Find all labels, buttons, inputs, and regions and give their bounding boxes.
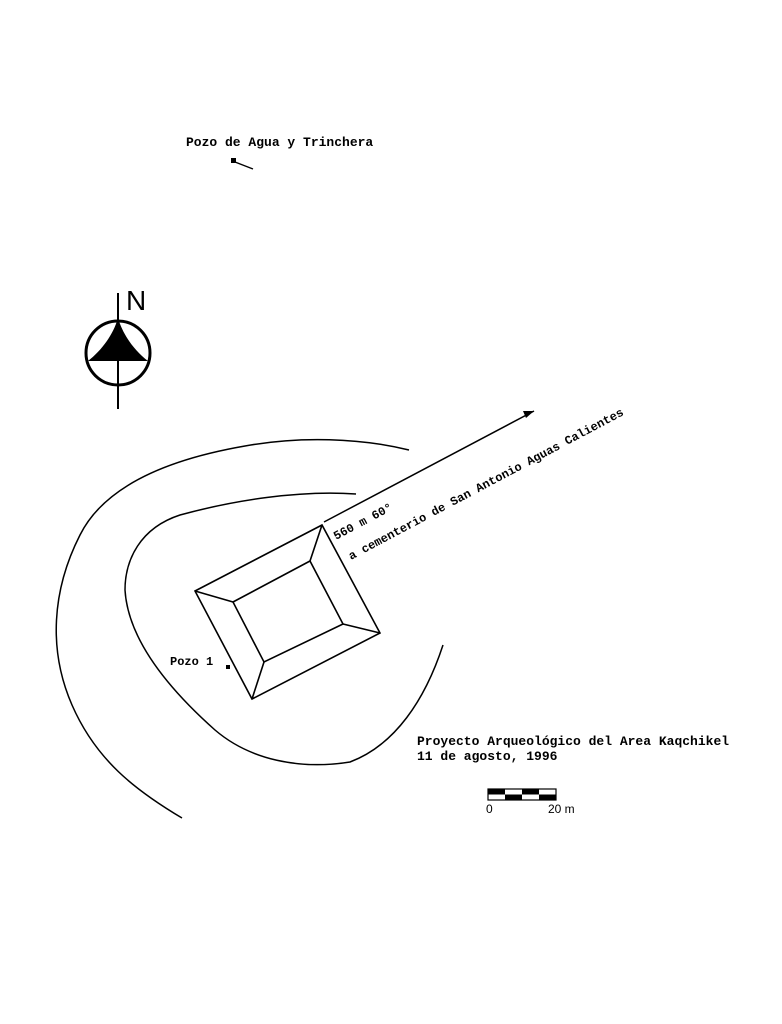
- scale-bar: [487, 788, 557, 801]
- project-title: Proyecto Arqueológico del Area Kaqchikel: [417, 734, 729, 749]
- north-label: N: [126, 285, 146, 316]
- scale-bar-segment: [522, 789, 539, 795]
- bearing-line: [323, 410, 535, 523]
- mound-edge-south: [251, 661, 265, 700]
- north-arrow-spade: [88, 318, 148, 361]
- scale-end-label: 20 m: [548, 802, 575, 816]
- mound-structure: [193, 523, 382, 701]
- scale-bar-segment: [539, 794, 556, 800]
- mound-edge-north: [309, 524, 323, 562]
- bearing-arrowhead-icon: [523, 411, 534, 418]
- trench-line: [234, 161, 254, 170]
- well-marker-icon: [231, 158, 236, 163]
- north-arrow-icon: [84, 293, 152, 409]
- pit-marker-icon: [226, 665, 230, 669]
- pit-label: Pozo 1: [170, 655, 213, 669]
- scale-bar-segment: [488, 789, 505, 795]
- well-and-trench-label: Pozo de Agua y Trinchera: [186, 135, 373, 150]
- destination-label: a cementerio de San Antonio Aguas Calien…: [346, 406, 626, 564]
- project-date: 11 de agosto, 1996: [417, 749, 558, 764]
- scale-start-label: 0: [486, 802, 493, 816]
- inner-contour-line: [124, 492, 444, 766]
- mound-edge-east: [342, 623, 381, 634]
- scale-bar-segment: [505, 794, 522, 800]
- mound-top-platform: [231, 559, 345, 664]
- outer-contour-line: [55, 438, 410, 819]
- mound-edge-west: [194, 590, 234, 603]
